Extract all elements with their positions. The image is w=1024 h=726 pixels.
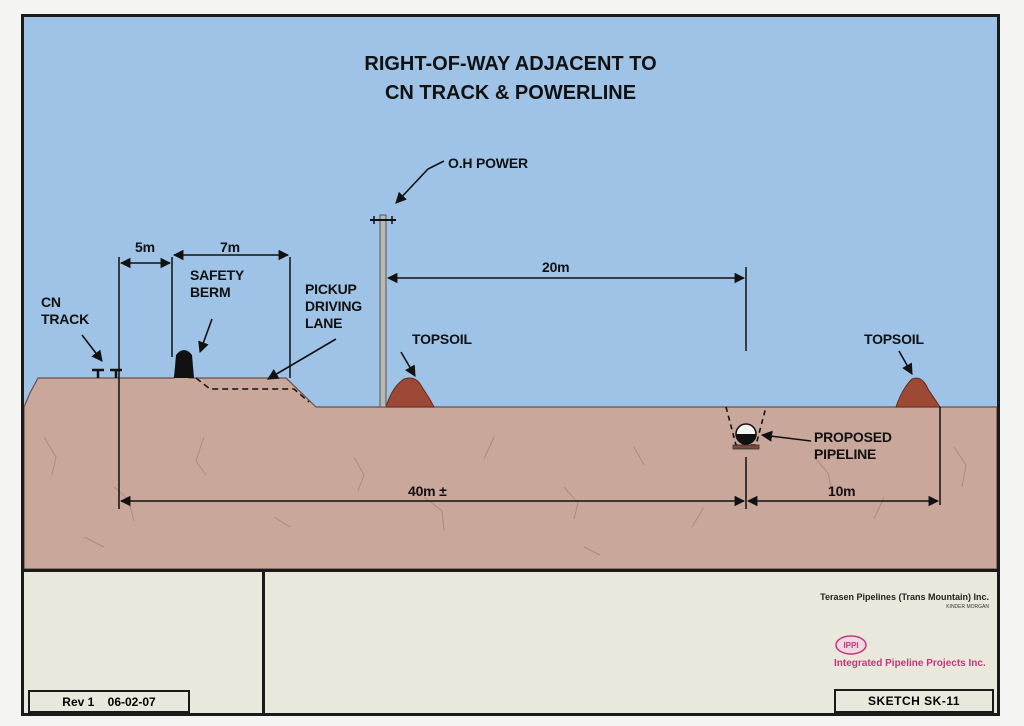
label-topsoil-left: TOPSOIL — [412, 331, 472, 347]
dimension-10m: 10m — [828, 483, 856, 499]
ipp-company-name: Integrated Pipeline Projects Inc. — [834, 658, 986, 669]
ground-profile — [24, 369, 997, 569]
company-name: Terasen Pipelines (Trans Mountain) Inc. — [820, 592, 989, 602]
power-pole — [370, 214, 396, 408]
ipp-logo-text: IPPI — [843, 641, 858, 650]
drawing-title-line2: CN TRACK & POWERLINE — [384, 82, 637, 104]
dimension-7m: 7m — [220, 239, 240, 255]
sketch-number-box: SKETCH SK-11 — [834, 689, 994, 713]
revision-box: Rev 1 06-02-07 — [28, 690, 190, 713]
pickup-lane-dashes — [195, 377, 310, 403]
leader-arrows — [81, 160, 913, 442]
cn-track-rails — [92, 368, 122, 378]
drawing-sheet: RIGHT-OF-WAY ADJACENT TO CN TRACK & POWE… — [21, 14, 1000, 716]
safety-berm — [174, 350, 194, 378]
drawing-title-line1: RIGHT-OF-WAY ADJACENT TO — [364, 53, 657, 75]
dimension-5m: 5m — [135, 239, 155, 255]
topsoil-pile-left — [385, 377, 435, 408]
topsoil-pile-right — [895, 377, 941, 408]
label-oh-power: O.H POWER — [448, 155, 528, 171]
ipp-logo-icon: IPPI — [835, 635, 867, 655]
label-pickup-driving-lane: PICKUP DRIVING LANE — [305, 281, 362, 331]
company-subtext: KINDER MORGAN — [946, 604, 989, 610]
pipeline-trench — [725, 406, 767, 450]
label-proposed-pipeline: PROPOSED PIPELINE — [814, 429, 892, 462]
label-safety-berm: SAFETY BERM — [190, 267, 245, 300]
dimension-40m: 40m ± — [408, 483, 447, 499]
cross-section-drawing: RIGHT-OF-WAY ADJACENT TO CN TRACK & POWE… — [24, 17, 997, 572]
label-topsoil-right: TOPSOIL — [864, 331, 924, 347]
title-block: Rev 1 06-02-07 Terasen Pipelines (Trans … — [24, 572, 997, 713]
cross-section-svg — [24, 160, 997, 569]
dimension-20m: 20m — [542, 259, 570, 275]
dimension-lines — [118, 249, 941, 509]
label-cn-track: CN TRACK — [41, 294, 89, 327]
title-block-divider — [262, 572, 265, 713]
